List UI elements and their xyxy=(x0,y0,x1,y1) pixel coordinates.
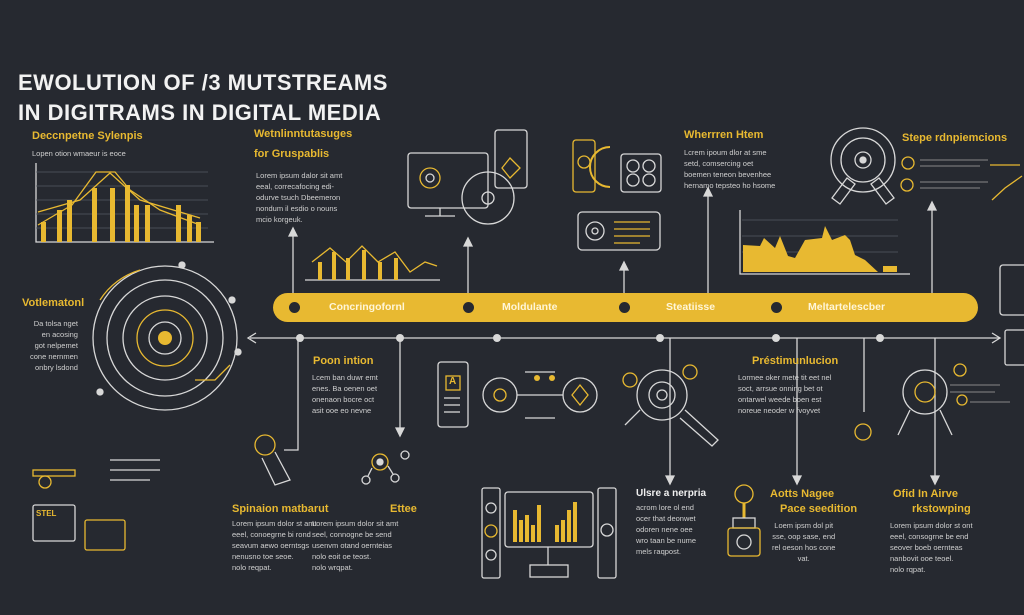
spinaion-body: Lorem ipsum dolor st amt eeel, conoegrne… xyxy=(232,519,317,572)
aotts-heading: Aotts Nagee xyxy=(770,488,835,500)
prestimunlucion-body: Lormee oker mete tit eet nel soct, arrsu… xyxy=(738,373,832,415)
ofid-heading: Ofid In Airve xyxy=(893,488,958,500)
area-chart xyxy=(739,210,910,275)
network-nodes-icon xyxy=(361,450,410,485)
synopsis-bar-chart xyxy=(35,163,214,243)
wherren-body: Lcrem ipoum dlor at sme setd, comsercing… xyxy=(684,148,776,190)
timeline-stage-dot xyxy=(289,302,300,313)
grusp-body: Lorem ipsum dalor sit amt eeal, correcaf… xyxy=(256,171,343,224)
stel-label: STEL xyxy=(36,509,57,518)
synopsis-heading: Deccnpetne Sylenpis xyxy=(32,130,143,142)
grusp-heading-2: for Gruspablis xyxy=(254,148,330,160)
wherren-heading: Wherrren Htem xyxy=(684,129,764,141)
votlematonl-heading: Votlematonl xyxy=(22,297,85,309)
votlematonl-body: Da tolsa nget en acosing got nelpemet co… xyxy=(30,319,78,372)
phone-app-icon xyxy=(437,361,469,428)
timeline-stage-dot xyxy=(619,302,630,313)
timeline-stage-dot xyxy=(463,302,474,313)
dashboard-monitor-icon xyxy=(481,487,617,579)
spinaion-heading: Spinaion matbarut xyxy=(232,503,329,515)
stepe-list-icons xyxy=(900,156,1023,201)
lamp-machine-icon xyxy=(727,484,761,557)
lightbulb-hand-icon xyxy=(254,434,291,486)
timeline-stage-label: Meltartelescber xyxy=(808,301,886,313)
timeline-stage-dot xyxy=(771,302,782,313)
aotts-heading-2: Pace seedition xyxy=(780,503,858,515)
target-tools-icon xyxy=(830,127,896,205)
timeline-stage-label: Concringofornl xyxy=(329,301,405,313)
stepe-heading: Stepe rdnpiemcions xyxy=(902,132,1008,144)
magnifier-target-icon xyxy=(854,363,1010,441)
smartphone-icon xyxy=(572,139,662,251)
trend-line-chart xyxy=(305,245,440,281)
aotts-body: Loem ipsm dol pit sse, oop sase, end rel… xyxy=(772,521,836,563)
ulsre-body: acrom lore ol end ocer that deonwet odor… xyxy=(636,503,697,556)
ettee-body: Lorem ipsum dolor sit amt seel, connogne… xyxy=(312,519,399,572)
connector-lines xyxy=(284,186,941,486)
ulsre-heading: Ulsre a nerpria xyxy=(636,488,707,499)
ofid-body: Lorem ipsum dolor st ont eeel, consogrne… xyxy=(890,521,973,574)
timeline-stage-label: Steatiisse xyxy=(666,301,716,313)
circuit-circle-icon xyxy=(92,261,242,411)
poon-heading: Poon intion xyxy=(313,355,374,367)
bulb-computer-icon xyxy=(32,459,160,551)
prestimunlucion-heading: Préstimunlucion xyxy=(752,355,839,367)
ofid-heading-2: rkstowping xyxy=(912,503,971,515)
timeline-axis xyxy=(246,332,1002,344)
ettee-heading: Ettee xyxy=(390,503,417,515)
monitor-icon xyxy=(407,129,528,225)
page-title-line1: EWOLUTION OF /3 MUTSTREAMS xyxy=(18,70,388,95)
exchange-icon xyxy=(482,371,598,419)
timeline-stage-label: Moldulante xyxy=(502,301,558,313)
gear-tools-icon xyxy=(622,364,719,447)
document-icon xyxy=(1004,329,1024,366)
page-title-line2: IN DIGITRAMS IN DIGITAL MEDIA xyxy=(18,100,382,125)
app-letter-label: A xyxy=(449,376,457,387)
grusp-heading: Wetnlinntutasuges xyxy=(254,128,353,140)
tablet-icon xyxy=(999,264,1024,316)
synopsis-subtitle: Lopen otion wmaeur is eoce xyxy=(32,149,126,158)
poon-body: Lcem ban duwr emt enes. Ba oenen oet one… xyxy=(312,373,378,415)
